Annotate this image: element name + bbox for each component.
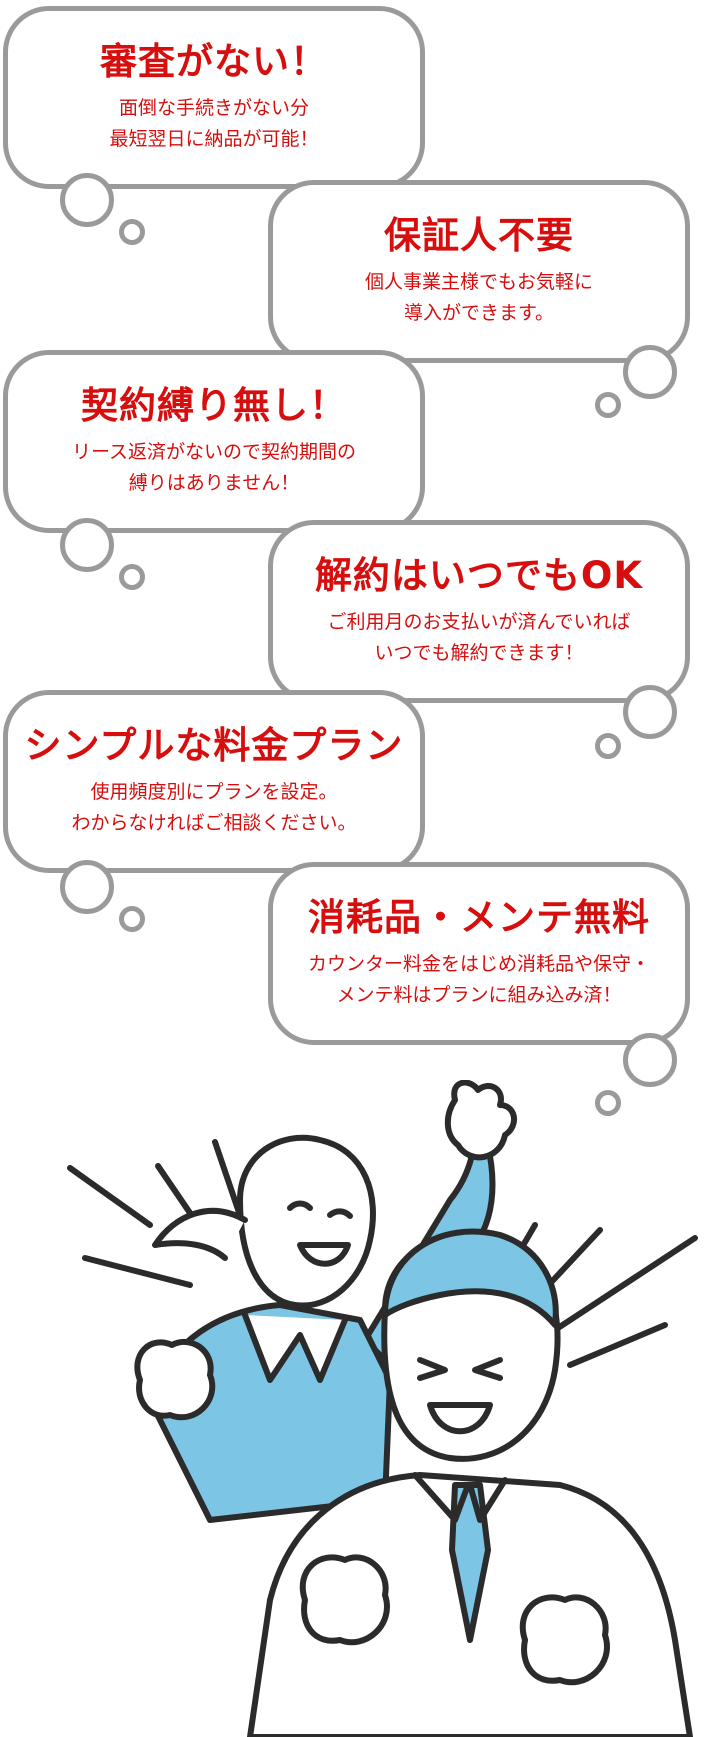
bubble-no-screening: 審査がない！ 面倒な手続きがない分 最短翌日に納品が可能！ bbox=[3, 6, 425, 189]
bubble-description: 面倒な手続きがない分 最短翌日に納品が可能！ bbox=[109, 93, 318, 154]
thought-dot-small bbox=[119, 564, 145, 590]
bubble-description: リース返済がないので契約期間の 縛りはありません！ bbox=[72, 437, 356, 498]
bubble-desc-line: 面倒な手続きがない分 bbox=[118, 97, 309, 120]
thought-dot-small bbox=[119, 219, 145, 245]
bubble-desc-line: カウンター料金をはじめ消耗品や保守・ bbox=[307, 953, 650, 976]
bubble-desc-line: 最短翌日に納品が可能！ bbox=[109, 127, 319, 150]
bubble-desc-line: 導入ができます。 bbox=[403, 301, 555, 324]
thought-dot-small bbox=[595, 392, 621, 418]
bubble-description: 使用頻度別にプランを設定。 わからなければご相談ください。 bbox=[71, 777, 356, 838]
bubble-no-contract-lock: 契約縛り無し！ リース返済がないので契約期間の 縛りはありません！ bbox=[3, 350, 425, 533]
bubble-desc-line: 個人事業主様でもお気軽に bbox=[364, 271, 593, 294]
thought-dot-large bbox=[60, 518, 114, 572]
thought-dot-small bbox=[595, 1090, 621, 1116]
bubble-title: 消耗品・メンテ無料 bbox=[308, 895, 650, 939]
bubble-desc-line: 使用頻度別にプランを設定。 bbox=[90, 781, 338, 804]
bubble-desc-line: ご利用月のお支払いが済んでいれば bbox=[327, 611, 631, 634]
thought-dot-small bbox=[595, 733, 621, 759]
thought-dot-large bbox=[623, 685, 677, 739]
bubble-simple-pricing: シンプルな料金プラン 使用頻度別にプランを設定。 わからなければご相談ください。 bbox=[3, 690, 425, 873]
bubble-desc-line: いつでも解約できます！ bbox=[374, 641, 584, 664]
bubble-no-guarantor: 保証人不要 個人事業主様でもお気軽に 導入ができます。 bbox=[268, 180, 690, 363]
bubble-description: ご利用月のお支払いが済んでいれば いつでも解約できます！ bbox=[327, 607, 630, 668]
thought-dot-large bbox=[60, 860, 114, 914]
man-figure bbox=[247, 1228, 693, 1737]
thought-dot-large bbox=[60, 173, 114, 227]
bubble-description: 個人事業主様でもお気軽に 導入ができます。 bbox=[365, 267, 593, 328]
thought-dot-small bbox=[119, 906, 145, 932]
bubble-cancel-anytime: 解約はいつでもOK ご利用月のお支払いが済んでいれば いつでも解約できます！ bbox=[268, 520, 690, 703]
cheering-business-people-illustration bbox=[67, 1080, 698, 1737]
bubble-free-supplies: 消耗品・メンテ無料 カウンター料金をはじめ消耗品や保守・ メンテ料はプランに組み… bbox=[268, 862, 690, 1045]
bubble-title: 審査がない！ bbox=[100, 39, 328, 83]
bubble-desc-line: リース返済がないので契約期間の bbox=[71, 441, 357, 464]
thought-dot-large bbox=[623, 1033, 677, 1087]
bubble-desc-line: メンテ料はプランに組み込み済！ bbox=[336, 983, 622, 1006]
bubble-title: 保証人不要 bbox=[384, 213, 574, 257]
bubble-title: 契約縛り無し！ bbox=[81, 383, 347, 427]
bubble-title: シンプルな料金プラン bbox=[24, 723, 404, 767]
bubble-desc-line: 縛りはありません！ bbox=[128, 471, 300, 494]
bubble-title: 解約はいつでもOK bbox=[314, 553, 644, 597]
thought-dot-large bbox=[623, 345, 677, 399]
bubble-desc-line: わからなければご相談ください。 bbox=[71, 811, 357, 834]
bubble-description: カウンター料金をはじめ消耗品や保守・ メンテ料はプランに組み込み済！ bbox=[308, 949, 650, 1010]
